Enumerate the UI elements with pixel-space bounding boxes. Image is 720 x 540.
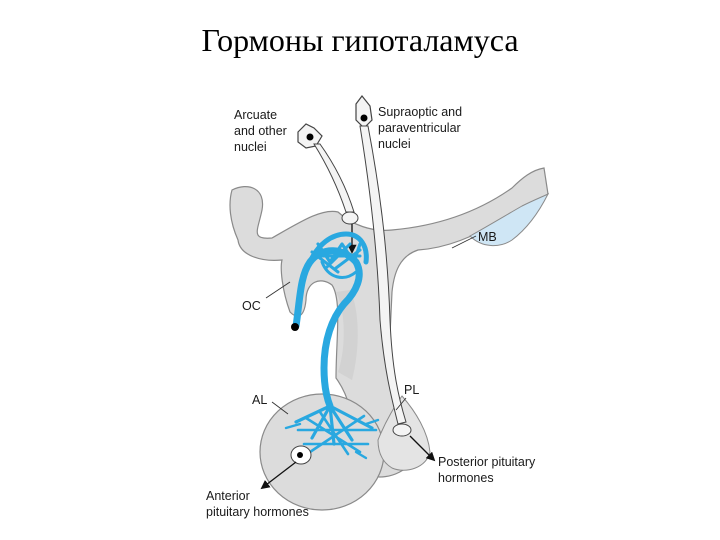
vessel-end-cap bbox=[291, 323, 299, 331]
slide-title: Гормоны гипоталамуса bbox=[201, 22, 519, 58]
pl-leader bbox=[395, 397, 407, 411]
oc-leader bbox=[265, 281, 291, 299]
anterior-hormones-label: Anterior pituitary hormones bbox=[206, 489, 309, 519]
arcuate-axon bbox=[313, 143, 355, 213]
mb-region bbox=[469, 192, 550, 246]
supraoptic-axon bbox=[359, 125, 407, 425]
supraoptic-nucleus-dot bbox=[360, 114, 368, 122]
anterior-release-arrow bbox=[260, 461, 297, 490]
pituitary-stalk bbox=[336, 290, 358, 380]
supraoptic-terminal bbox=[392, 423, 412, 437]
arcuate-label: Arcuate and other nuclei bbox=[234, 108, 290, 154]
supraoptic-neuron-body bbox=[355, 95, 373, 129]
posterior-hormones-label: Posterior pituitary hormones bbox=[438, 455, 539, 485]
posterior-release-arrow bbox=[409, 435, 436, 462]
supraoptic-label: Supraoptic and paraventricular nuclei bbox=[378, 105, 466, 151]
al-label: AL bbox=[252, 393, 267, 407]
mb-label: MB bbox=[478, 230, 497, 244]
pl-label: PL bbox=[404, 383, 419, 397]
oc-label: OC bbox=[242, 299, 261, 313]
anterior-cell-nucleus bbox=[297, 452, 303, 458]
arcuate-terminal bbox=[341, 211, 359, 225]
al-leader bbox=[271, 401, 289, 415]
arcuate-nucleus-dot bbox=[306, 133, 314, 141]
portal-vessels bbox=[284, 231, 380, 460]
mb-leader bbox=[451, 235, 477, 249]
